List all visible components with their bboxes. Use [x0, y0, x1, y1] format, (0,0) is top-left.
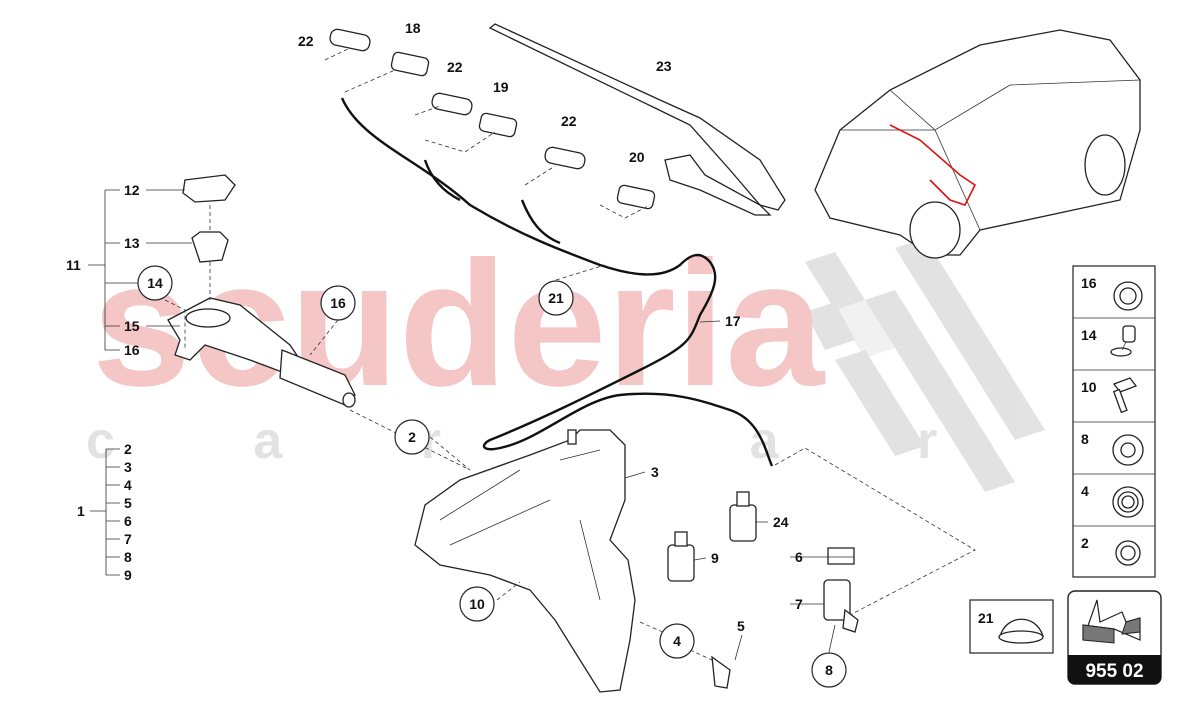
group-item: 9	[124, 567, 132, 583]
callout-circle-16: 16	[330, 295, 346, 311]
callout-circle-14: 14	[147, 275, 163, 291]
callout-5: 5	[737, 618, 745, 634]
grommet-icon	[1112, 434, 1144, 466]
checker-flag-watermark	[805, 238, 1045, 492]
direction-arrow-icon	[1082, 599, 1141, 644]
wiper-arm	[488, 23, 786, 216]
callout-19: 19	[493, 79, 509, 95]
clips	[324, 28, 656, 219]
seal-ring-icon	[1115, 540, 1141, 566]
watermark-sub: c a r p a r t s	[86, 412, 1188, 470]
washer-reservoir	[414, 429, 636, 693]
callout-7: 7	[795, 596, 803, 612]
grommet-icon	[1112, 486, 1144, 518]
callout-3: 3	[651, 464, 659, 480]
callout-18: 18	[405, 20, 421, 36]
circled-callouts: 14 16 21 2 10 4 8	[137, 265, 847, 688]
cap-icon	[998, 618, 1044, 644]
leader-lines	[88, 189, 854, 661]
callout-9: 9	[711, 550, 719, 566]
legend-num-10: 10	[1081, 379, 1097, 395]
callout-circle-10: 10	[469, 596, 485, 612]
callout-22: 22	[561, 113, 577, 129]
legend-num-14: 14	[1081, 327, 1097, 343]
callout-12: 12	[124, 182, 140, 198]
callout-circle-2: 2	[408, 429, 416, 445]
callout-circle-4: 4	[673, 633, 681, 649]
group-item: 6	[124, 513, 132, 529]
callout-circle-21: 21	[548, 290, 564, 306]
legend-num-16: 16	[1081, 275, 1097, 291]
legend-num-4: 4	[1081, 483, 1089, 499]
callout-22: 22	[298, 33, 314, 49]
callout-circle-8: 8	[825, 662, 833, 678]
filler-neck	[164, 174, 471, 471]
vehicle-overview	[814, 29, 1141, 259]
diagram-code-box: 955 02	[1067, 590, 1162, 685]
callout-11: 11	[66, 257, 81, 273]
callout-13: 13	[124, 235, 140, 251]
callout-24: 24	[773, 514, 789, 530]
group-item: 8	[124, 549, 132, 565]
callout-17: 17	[725, 313, 741, 329]
bolt-icon	[1112, 377, 1138, 414]
callout-23: 23	[656, 58, 672, 74]
clip-rivet-icon	[1110, 325, 1136, 357]
group-item: 5	[124, 495, 132, 511]
pumps	[496, 491, 859, 689]
hoses	[340, 97, 976, 616]
callout-1: 1	[77, 503, 85, 519]
group-item: 3	[124, 459, 132, 475]
callout-6: 6	[795, 549, 803, 565]
legend-num-8: 8	[1081, 431, 1089, 447]
callout-15: 15	[124, 318, 140, 334]
group-item: 7	[124, 531, 132, 547]
group-item: 4	[124, 477, 132, 493]
diagram-code: 955 02	[1085, 661, 1143, 682]
callout-22: 22	[447, 59, 463, 75]
small-parts-legend: 16 14 10 8 4 2 21	[969, 265, 1156, 654]
callout-labels: 22 18 22 19 22 20 23 12 13 11 15 16 17 3…	[66, 20, 803, 634]
seal-ring-icon	[1113, 281, 1143, 311]
legend-num-2: 2	[1081, 535, 1089, 551]
callout-20: 20	[629, 149, 645, 165]
group-item: 2	[124, 441, 132, 457]
callout-16: 16	[124, 342, 140, 358]
legend-num-21: 21	[978, 610, 994, 626]
